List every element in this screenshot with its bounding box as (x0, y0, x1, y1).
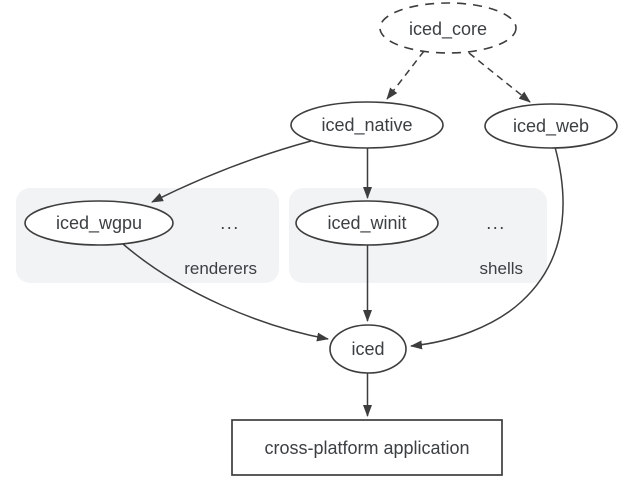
node-label-iced-web: iced_web (513, 116, 589, 137)
edge-wgpu-to-iced (122, 243, 329, 342)
edge-web-to-iced (410, 146, 564, 350)
node-label-iced: iced (351, 339, 384, 359)
iced-ellipse (329, 324, 407, 374)
node-iced: iced (329, 324, 407, 374)
iced-wgpu-ellipse (24, 200, 174, 246)
node-iced-core: iced_core (379, 2, 517, 54)
shells-ellipsis: ... (486, 213, 506, 233)
node-iced-wgpu: iced_wgpu (24, 200, 174, 246)
edge-core-to-web (468, 52, 531, 103)
node-iced-native: iced_native (290, 101, 444, 149)
app-rect (231, 419, 503, 476)
node-label-iced-wgpu: iced_wgpu (56, 213, 142, 234)
renderers-group-label: renderers (184, 259, 257, 278)
node-iced-winit: iced_winit (295, 200, 439, 246)
node-label-iced-core: iced_core (409, 19, 487, 40)
node-label-iced-winit: iced_winit (327, 213, 406, 234)
shells-group-label: shells (480, 259, 523, 278)
iced-winit-ellipse (295, 200, 439, 246)
node-app: cross-platform application (231, 419, 503, 476)
iced-web-ellipse (484, 103, 618, 149)
node-label-iced-native: iced_native (321, 115, 412, 136)
edge-native-to-wgpu (151, 140, 312, 203)
edge-core-to-native (386, 50, 425, 100)
iced-core-ellipse (379, 2, 517, 54)
node-label-app: cross-platform application (264, 438, 469, 458)
node-iced-web: iced_web (484, 103, 618, 149)
iced-native-ellipse (290, 101, 444, 149)
renderers-ellipsis: ... (220, 213, 240, 233)
